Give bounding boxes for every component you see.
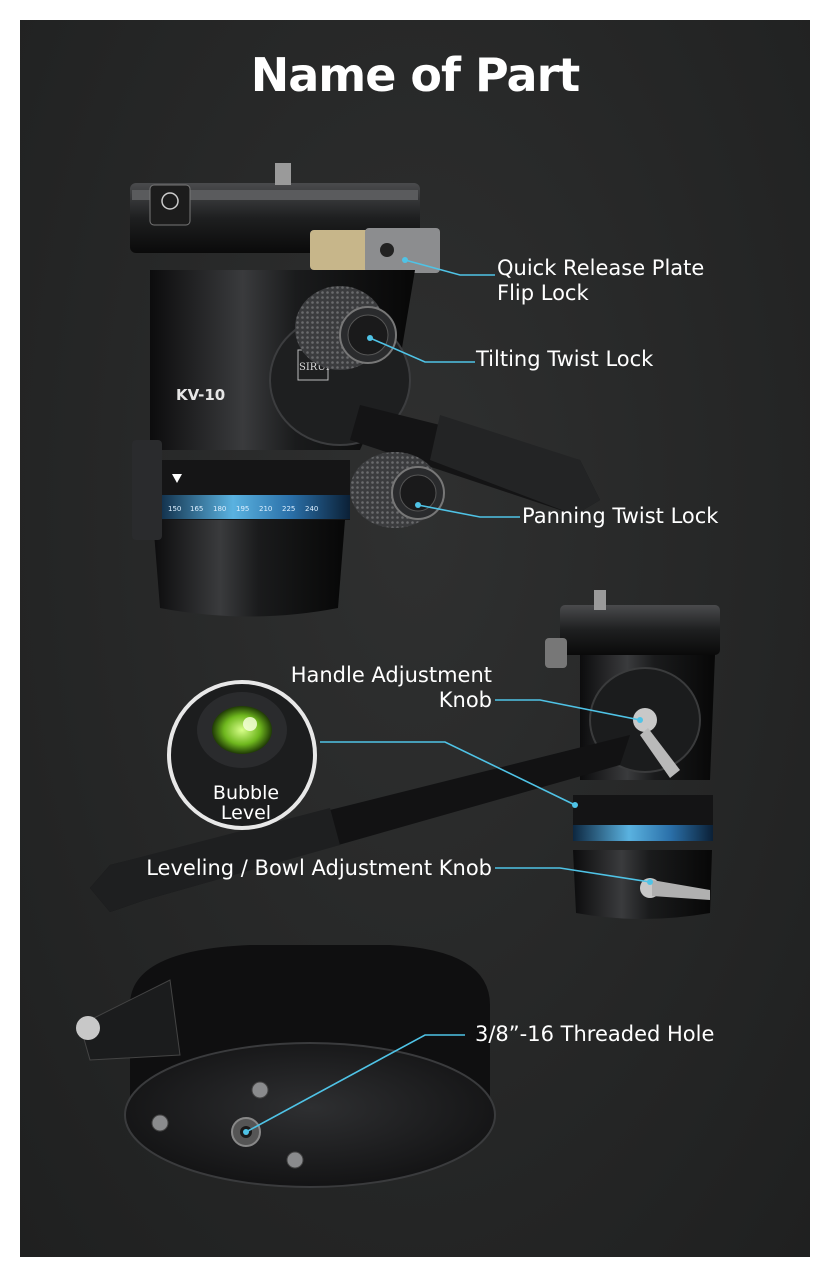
- label-quick-release-plate-flip-lock: Quick Release Plate Flip Lock: [497, 256, 705, 305]
- svg-text:150: 150: [168, 505, 181, 513]
- label-threaded-hole: 3/8”-16 Threaded Hole: [475, 1022, 715, 1046]
- svg-text:225: 225: [282, 505, 295, 513]
- callout-line-threaded-hole: [245, 1034, 465, 1133]
- label-tilting-twist-lock: Tilting Twist Lock: [476, 347, 654, 371]
- callout-line-quick-release: [404, 259, 495, 276]
- brand-text: SIRUI: [299, 362, 330, 373]
- handle-adjustment-knob: [633, 708, 657, 732]
- product-illustration: KV-10 SIRUI 150 165 180 195 210: [76, 163, 720, 1188]
- side-fluid-head: [90, 590, 720, 919]
- label-panning-twist-lock: Panning Twist Lock: [522, 504, 719, 528]
- svg-text:195: 195: [236, 505, 249, 513]
- pan-scale-ring: [155, 495, 350, 519]
- bubble-vial: [212, 706, 272, 754]
- callout-dots: [243, 257, 653, 1135]
- svg-text:210: 210: [259, 505, 272, 513]
- page-title: Name of Part: [250, 48, 581, 102]
- callout-line-panning: [417, 504, 520, 518]
- svg-text:240: 240: [305, 505, 318, 513]
- bowl-base: [153, 520, 345, 617]
- svg-text:180: 180: [213, 505, 226, 513]
- top-fluid-head: KV-10 SIRUI 150 165 180 195 210: [130, 163, 600, 617]
- bottom-base: [76, 945, 496, 1188]
- callout-line-leveling: [495, 867, 651, 883]
- mount-screw: [275, 163, 291, 185]
- model-text: KV-10: [176, 386, 225, 404]
- callout-lines: [245, 259, 651, 1133]
- pan-scale-ticks: 150 165 180 195 210 225 240: [168, 505, 318, 513]
- label-bubble-level: Bubble Level: [212, 782, 280, 824]
- callout-line-tilting: [369, 337, 475, 363]
- callout-line-bubble-level: [320, 741, 576, 806]
- product-canvas: Name of Part: [20, 20, 810, 1257]
- bubble-level-inset: [167, 680, 317, 830]
- callout-line-handle-adjustment: [495, 699, 641, 721]
- label-leveling-bowl-adjustment-knob: Leveling / Bowl Adjustment Knob: [146, 856, 492, 880]
- base-plate: [124, 1042, 496, 1188]
- flip-lock-lever: [310, 230, 370, 270]
- svg-text:165: 165: [190, 505, 203, 513]
- scale-pointer: [172, 474, 182, 483]
- label-handle-adjustment-knob: Handle Adjustment Knob: [290, 663, 492, 712]
